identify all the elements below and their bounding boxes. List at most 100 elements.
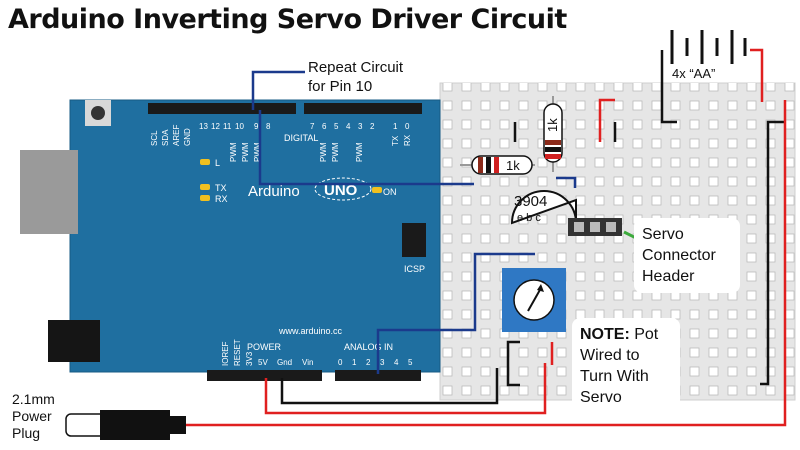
repeat-label-line2: for Pin 10 [308,78,373,95]
arduino-board [20,99,441,381]
servo-label-line3: Header [642,268,695,285]
wires [185,48,787,427]
pin-3v3: 3V3 [245,351,254,366]
power-plug [65,410,186,440]
wire-gnd [280,368,499,405]
wire-red-top [598,98,615,142]
led-tx-label: TX [215,183,227,193]
pin-aref: AREF [172,125,181,146]
pin-9: 9 [254,122,259,131]
note-line2: Wired to [580,347,640,364]
header-top-right [304,103,422,114]
plug-label-line3: Plug [12,425,41,441]
bottom-pin-labels: IOREF RESET 3V3 5V Gnd Vin 0 1 2 3 4 5 [221,339,413,367]
wire-gnd-rail [760,120,785,386]
led-l [200,159,210,165]
pin-11: 11 [223,122,232,131]
wire-plug [185,100,787,427]
note-line4: Servo [580,389,622,406]
note-line1: Pot [629,326,659,343]
pin-scl: SCL [150,130,159,146]
pin-0: 0 [405,122,410,131]
top-pin-labels: SCL SDA AREF GND 13 12 11 10 9 8 7 6 5 4… [150,122,412,162]
pwm-3: PWM [355,142,364,162]
pin-vin: Vin [302,358,313,367]
pin-12: 12 [211,122,220,131]
plug-label-line1: 2.1mm [12,391,55,407]
battery-pack [670,30,747,64]
page-title: Arduino Inverting Servo Driver Circuit [8,4,567,35]
wire-collector [556,176,577,188]
pin-5v: 5V [258,358,268,367]
note-line3: Turn With [580,368,649,385]
servo-header [568,218,622,236]
wire-pot-gnd [506,340,520,387]
pwm-5: PWM [331,142,340,162]
led-l-label: L [215,158,220,168]
pin-sda: SDA [161,129,170,146]
pwm-11: PWM [229,142,238,162]
led-on [372,187,382,193]
pin-4: 4 [346,122,351,131]
model-label: UNO [324,182,358,199]
servo-label-line2: Connector [642,247,716,264]
pwm-9: PWM [253,142,262,162]
pin-2: 2 [370,122,375,131]
pin-a0: 0 [338,358,343,367]
servo-label-line1: Servo [642,226,684,243]
pin-7: 7 [310,122,315,131]
rx-label: RX [403,134,412,146]
potentiometer [502,268,566,332]
dc-jack [48,320,100,362]
pin-8: 8 [266,122,271,131]
note-bold: NOTE: [580,326,630,343]
pin-5: 5 [334,122,339,131]
repeat-label-line1: Repeat Circuit [308,59,404,76]
pin-gnd-top: GND [183,128,192,146]
pin-6: 6 [322,122,327,131]
wire-battery-pos [750,48,764,102]
transistor-label: 3904 [514,193,547,210]
pin-3: 3 [358,122,363,131]
pin-10: 10 [235,122,244,131]
pin-reset: RESET [233,339,242,366]
usb-jack [20,150,78,234]
brand-label: Arduino [248,183,300,200]
url-label: www.arduino.cc [278,326,343,336]
pin-a4: 4 [394,358,399,367]
analog-label: ANALOG IN [344,342,393,352]
icsp-header [402,223,426,257]
pin-a1: 1 [352,358,357,367]
servo-callout: Servo Connector Header [634,218,740,293]
on-label: ON [383,187,397,197]
wire-5v [264,363,547,415]
wire-battery-neg [660,50,677,124]
power-label: POWER [247,342,282,352]
wire-analog [376,252,535,374]
battery-label: 4x “AA” [672,66,715,81]
header-top-left [148,103,296,114]
pin-a3: 3 [380,358,385,367]
resistor-2-label: 1k [545,118,560,132]
led-tx [200,184,210,190]
icsp-label: ICSP [404,264,425,274]
tx-label: TX [391,135,400,146]
led-rx-label: RX [215,194,228,204]
resistor-1 [460,155,535,175]
resistor-2 [543,96,563,172]
pin-13: 13 [199,122,208,131]
transistor-pins: e b c [517,212,541,224]
wire-repeat-callout [251,70,305,110]
pwm-6: PWM [319,142,328,162]
header-power [207,370,322,381]
pin-gnd: Gnd [277,358,292,367]
resistor-1-label: 1k [506,158,520,173]
led-rx [200,195,210,201]
pin-1: 1 [393,122,398,131]
transistor-3904 [510,190,577,225]
pwm-10: PWM [241,142,250,162]
pin-a2: 2 [366,358,371,367]
header-analog [335,370,421,381]
plug-label-line2: Power [12,408,52,424]
digital-label: DIGITAL [284,133,318,143]
